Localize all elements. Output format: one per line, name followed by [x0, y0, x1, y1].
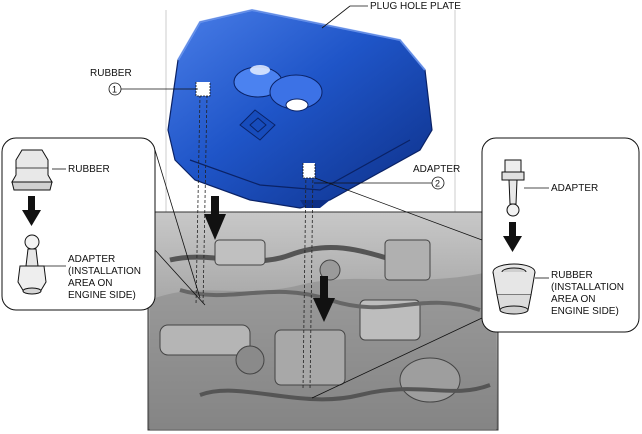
right-rubber-label-2: (INSTALLATION	[551, 282, 624, 293]
right-panel-down-arrow-icon	[503, 222, 522, 252]
guide-lines	[195, 94, 314, 391]
left-adapter-label-3: AREA ON	[68, 278, 112, 289]
right-adapter-label: ADAPTER	[551, 183, 598, 194]
rubber-marker	[195, 82, 211, 97]
rubber-top-label: RUBBER	[90, 68, 132, 79]
left-panel-down-arrow-icon	[22, 196, 41, 226]
adapter-marker	[302, 163, 316, 179]
right-rubber-label-4: ENGINE SIDE)	[551, 306, 619, 317]
adapter-part-right-icon	[501, 159, 525, 217]
left-detail-panel: RUBBER ADAPTER (INSTALLATION AREA ON ENG…	[1, 137, 206, 311]
right-rubber-label-3: AREA ON	[551, 294, 595, 305]
rubber-part-right-icon	[492, 263, 536, 315]
rubber-part-icon	[11, 149, 53, 191]
engine-cover	[167, 8, 433, 209]
left-adapter-label-2: (INSTALLATION	[68, 266, 141, 277]
down-arrow-left-icon	[204, 196, 226, 240]
right-rubber-label-1: RUBBER	[551, 270, 593, 281]
adapter-part-icon	[17, 234, 47, 295]
callout-2-number: 2	[435, 179, 440, 189]
right-detail-panel: ADAPTER RUBBER (INSTALLATION AREA ON ENG…	[311, 137, 640, 399]
left-adapter-label-4: ENGINE SIDE)	[68, 290, 136, 301]
left-rubber-label: RUBBER	[68, 164, 110, 175]
down-arrow-center-icon	[313, 276, 335, 322]
adapter-top-label: ADAPTER	[413, 164, 460, 175]
plug-hole-plate-label: PLUG HOLE PLATE	[370, 1, 461, 12]
engine-illustration	[147, 211, 499, 431]
callout-1-number: 1	[112, 85, 117, 95]
left-adapter-label-1: ADAPTER	[68, 254, 115, 265]
plug-hole-plate-leader	[321, 5, 351, 29]
